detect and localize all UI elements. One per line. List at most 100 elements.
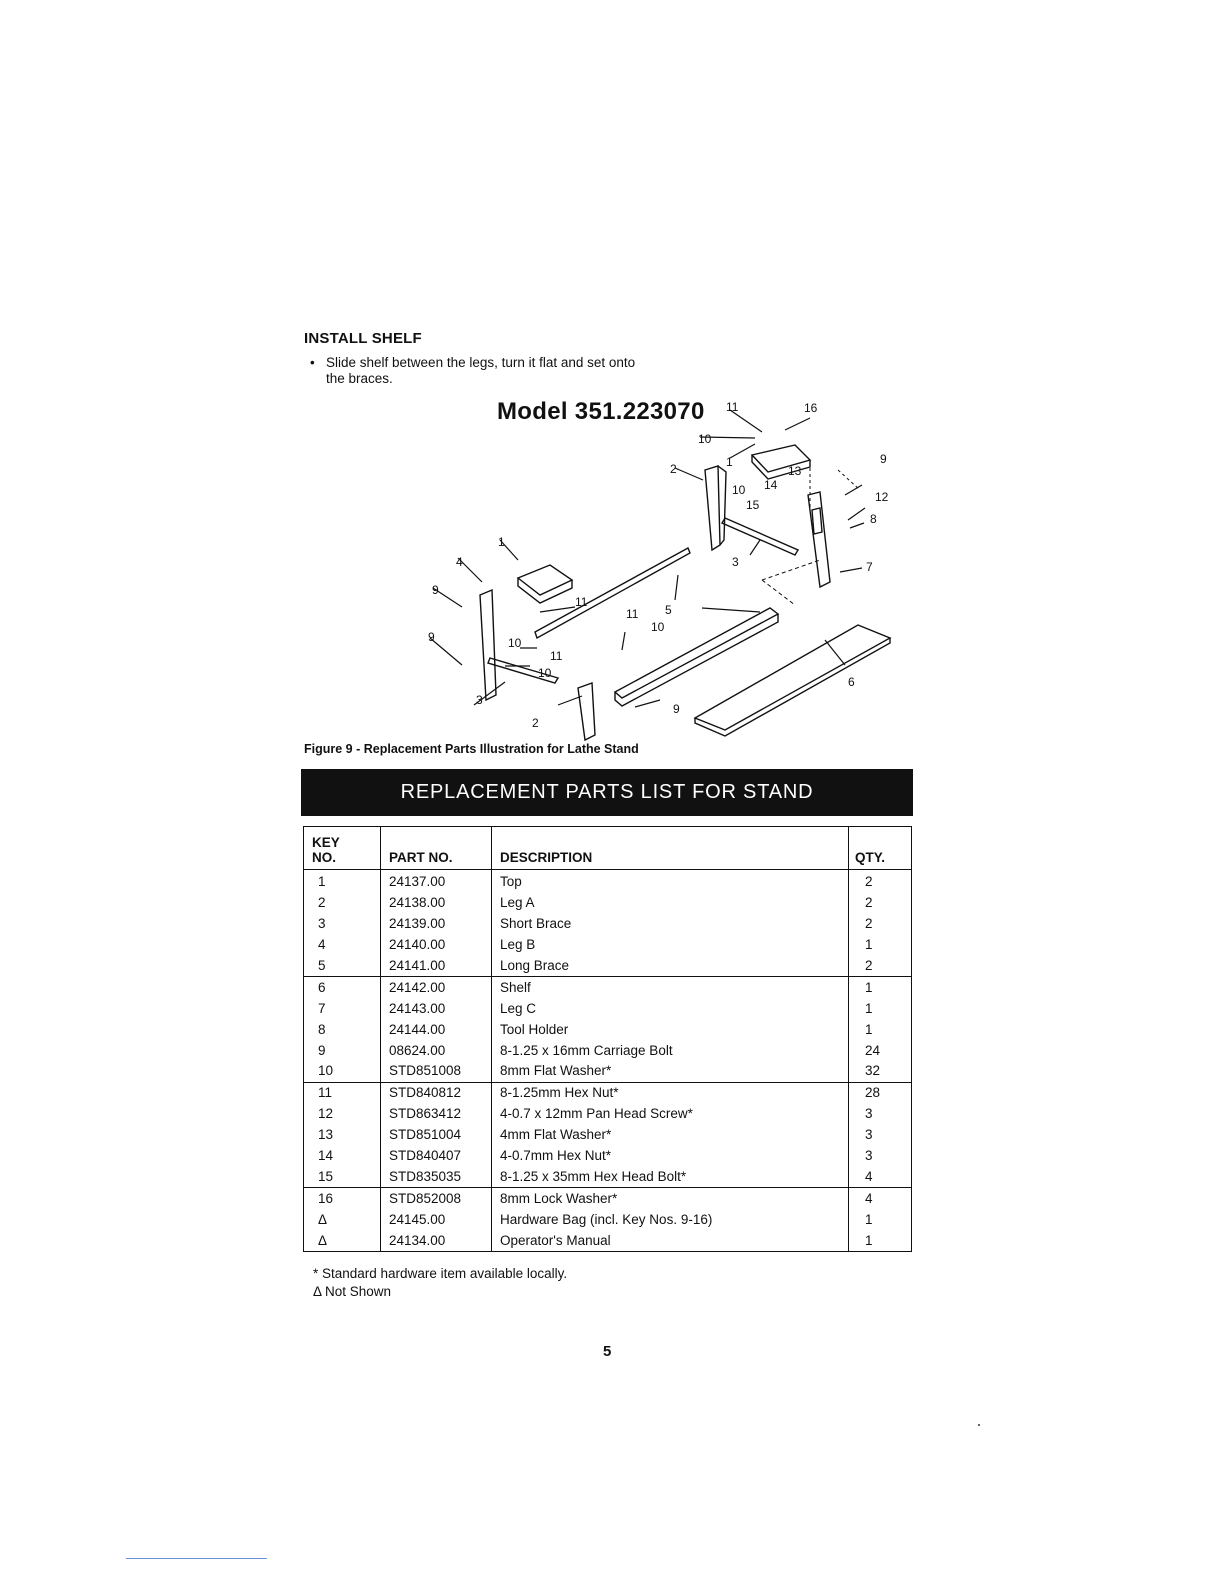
callout-14: 14 — [764, 478, 778, 492]
cell-part-no: STD840407 — [380, 1145, 492, 1167]
cell-description: Leg B — [491, 934, 849, 956]
cell-part-no: 24134.00 — [380, 1230, 492, 1253]
cell-description: 4mm Flat Washer* — [491, 1124, 849, 1146]
cell-part-no: 24139.00 — [380, 913, 492, 935]
cell-part-no: 24145.00 — [380, 1209, 492, 1231]
cell-description: 8-1.25mm Hex Nut* — [491, 1082, 849, 1104]
callout-9: 9 — [880, 452, 887, 466]
callout-2: 2 — [670, 462, 677, 476]
cell-qty: 1 — [848, 1019, 912, 1041]
cell-qty: 3 — [848, 1124, 912, 1146]
cell-description: 8mm Flat Washer* — [491, 1061, 849, 1083]
cell-part-no: 24138.00 — [380, 892, 492, 914]
cell-qty: 1 — [848, 1209, 912, 1231]
cell-key-no: 10 — [303, 1061, 381, 1083]
cell-description: 4-0.7mm Hex Nut* — [491, 1145, 849, 1167]
callout-6: 6 — [848, 675, 855, 689]
cell-qty: 3 — [848, 1145, 912, 1167]
cell-part-no: STD851004 — [380, 1124, 492, 1146]
cell-key-no: 11 — [303, 1082, 381, 1104]
header-qty: QTY. — [848, 826, 912, 870]
footnote-not-shown: Δ Not Shown — [313, 1284, 392, 1299]
callout-10: 10 — [651, 620, 665, 634]
cell-key-no: 1 — [303, 869, 381, 893]
cell-qty: 24 — [848, 1040, 912, 1062]
leg-a-front — [577, 682, 596, 742]
cell-key-no: 13 — [303, 1124, 381, 1146]
cell-qty: 2 — [848, 955, 912, 978]
cell-description: Leg A — [491, 892, 849, 914]
cell-key-no: 12 — [303, 1103, 381, 1125]
cell-description: Long Brace — [491, 955, 849, 978]
callout-2: 2 — [532, 716, 539, 730]
header-description: DESCRIPTION — [491, 826, 849, 870]
cell-qty: 1 — [848, 1230, 912, 1253]
cell-key-no: 2 — [303, 892, 381, 914]
cell-qty: 3 — [848, 1103, 912, 1125]
section-heading: INSTALL SHELF — [304, 330, 422, 347]
footnote-standard-hardware: * Standard hardware item available local… — [313, 1266, 568, 1281]
cell-part-no: STD840812 — [380, 1082, 492, 1104]
cell-qty: 1 — [848, 934, 912, 956]
parts-list-banner: REPLACEMENT PARTS LIST FOR STAND — [301, 769, 913, 816]
cell-qty: 2 — [848, 913, 912, 935]
callout-4: 4 — [456, 555, 463, 569]
cell-part-no: STD852008 — [380, 1187, 492, 1210]
long-brace-back — [534, 547, 691, 640]
cell-part-no: 24140.00 — [380, 934, 492, 956]
cell-key-no: 6 — [303, 976, 381, 999]
cell-key-no: 5 — [303, 955, 381, 978]
page-number: 5 — [603, 1343, 612, 1360]
cell-key-no: 7 — [303, 998, 381, 1020]
cell-description: Operator's Manual — [491, 1230, 849, 1253]
callout-1: 1 — [726, 455, 733, 469]
callout-10: 10 — [508, 636, 522, 650]
speck-mark — [978, 1424, 980, 1426]
callout-10: 10 — [698, 432, 712, 446]
callout-11: 11 — [575, 595, 588, 609]
figure-caption: Figure 9 - Replacement Parts Illustratio… — [304, 742, 639, 756]
header-part-no: PART NO. — [380, 826, 492, 870]
header-key-line1: KEY — [312, 835, 340, 850]
callout-9: 9 — [673, 702, 680, 716]
lathe-stand-exploded-diagram — [429, 409, 892, 742]
cell-key-no: 4 — [303, 934, 381, 956]
cell-description: 4-0.7 x 12mm Pan Head Screw* — [491, 1103, 849, 1125]
cell-description: Leg C — [491, 998, 849, 1020]
cell-key-no: Δ — [303, 1209, 381, 1231]
cell-description: Top — [491, 869, 849, 893]
bullet-glyph: • — [310, 355, 315, 370]
cell-description: 8-1.25 x 35mm Hex Head Bolt* — [491, 1166, 849, 1189]
callout-16: 16 — [804, 401, 818, 415]
cell-qty: 1 — [848, 998, 912, 1020]
leg-a-back — [704, 465, 721, 552]
cell-description: Tool Holder — [491, 1019, 849, 1041]
instruction-text: Slide shelf between the legs, turn it fl… — [326, 355, 636, 386]
header-key-no: KEY NO. — [303, 826, 381, 870]
cell-description: Short Brace — [491, 913, 849, 935]
table-header-row: KEY NO. PART NO. DESCRIPTION QTY. — [303, 826, 912, 870]
callout-13: 13 — [788, 464, 802, 478]
cell-key-no: 3 — [303, 913, 381, 935]
cell-key-no: 9 — [303, 1040, 381, 1062]
cell-part-no: 24141.00 — [380, 955, 492, 978]
callout-12: 12 — [875, 490, 889, 504]
short-brace-front — [487, 657, 560, 684]
cell-part-no: 24143.00 — [380, 998, 492, 1020]
cell-part-no: 08624.00 — [380, 1040, 492, 1062]
callout-15: 15 — [746, 498, 760, 512]
